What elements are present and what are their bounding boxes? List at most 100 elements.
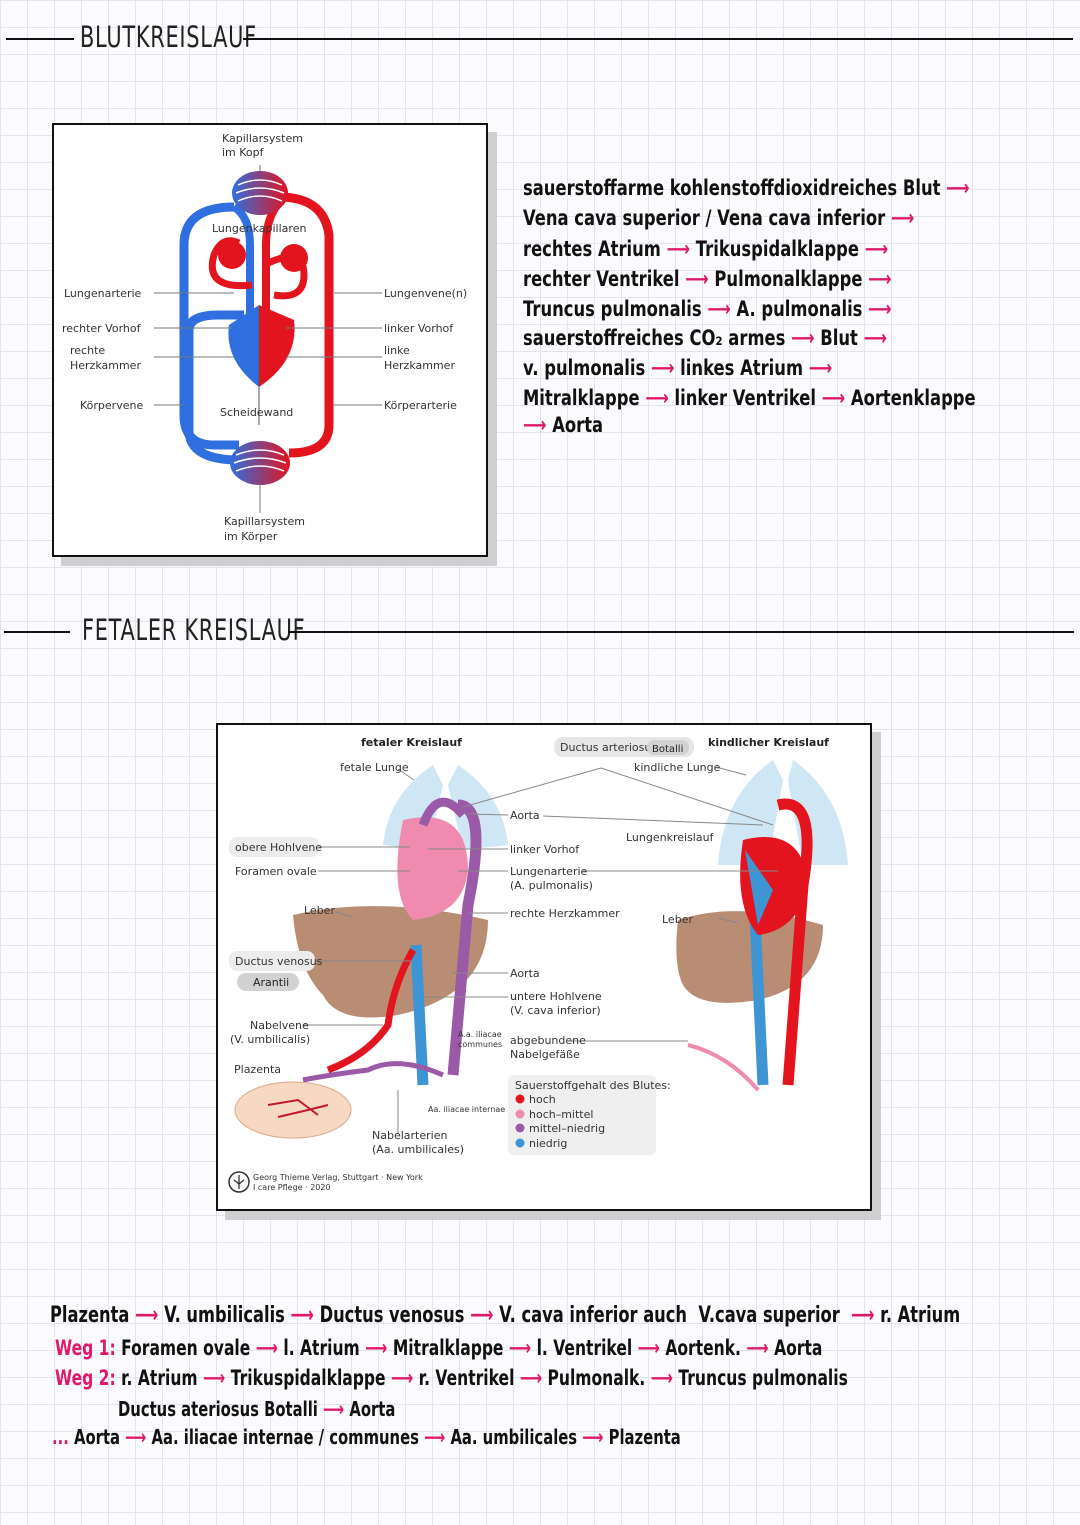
weg-label: Weg 1 bbox=[55, 1336, 110, 1360]
arrow-icon: ⟶ bbox=[424, 1425, 446, 1449]
label-untere-hohlvene-2: (V. cava inferior) bbox=[510, 1004, 601, 1017]
note-text: Aortenk. bbox=[665, 1336, 741, 1360]
note-text: l. Ventrikel bbox=[536, 1336, 633, 1360]
arrow-icon: ⟶ bbox=[946, 176, 970, 200]
ductus-venosus-tag bbox=[229, 951, 315, 971]
fetal-heart bbox=[397, 817, 468, 920]
arrow-icon: ⟶ bbox=[203, 1366, 226, 1390]
legend-title: Sauerstoffgehalt des Blutes: bbox=[515, 1079, 671, 1092]
note-text: V.cava superior bbox=[698, 1303, 840, 1328]
arrow-icon: ⟶ bbox=[637, 1336, 660, 1360]
arrow-icon: ⟶ bbox=[791, 326, 815, 350]
note-text: Aorta bbox=[74, 1425, 121, 1449]
label-fetale-lunge: fetale Lunge bbox=[340, 761, 409, 774]
arrow-icon: ⟶ bbox=[808, 356, 833, 380]
note-text: Ductus venosus bbox=[319, 1303, 465, 1328]
arrow-icon: ⟶ bbox=[650, 356, 675, 380]
note-text: Ductus ateriosus Botalli bbox=[118, 1397, 318, 1421]
label-koerperarterie: Körperarterie bbox=[384, 399, 457, 412]
note-text: V. umbilicalis bbox=[164, 1303, 285, 1328]
arrow-icon: ⟶ bbox=[707, 297, 731, 321]
note-text: r. Ventrikel bbox=[418, 1366, 515, 1390]
note-text: r. Atrium bbox=[880, 1303, 961, 1328]
header-rule-right bbox=[288, 631, 1074, 633]
note-line: sauerstoffarme kohlenstoffdioxidreiches … bbox=[523, 176, 970, 200]
note-line: Mitralklappe ⟶ linker Ventrikel ⟶ Aorten… bbox=[523, 386, 976, 410]
credit-line-2: I care Pflege · 2020 bbox=[253, 1183, 331, 1192]
arrow-icon: ⟶ bbox=[255, 1336, 278, 1360]
note-text: V. cava inferior auch bbox=[499, 1303, 688, 1328]
botalli-tag bbox=[647, 740, 689, 755]
note-text: Aa. umbilicales bbox=[450, 1425, 578, 1449]
note-text: Aorta bbox=[552, 413, 604, 437]
label-nabelvene-1: Nabelvene bbox=[250, 1019, 309, 1032]
arrow-icon: ⟶ bbox=[365, 1336, 388, 1360]
vein-body-loop bbox=[184, 310, 244, 465]
child-heart-blue bbox=[745, 850, 773, 925]
label-kapillar-koerper-2: im Körper bbox=[224, 530, 278, 543]
note-text: linkes Atrium bbox=[680, 356, 804, 380]
note-text: v. pulmonalis bbox=[523, 356, 646, 380]
label-obere-hohlvene: obere Hohlvene bbox=[235, 841, 322, 854]
arrow-icon: ⟶ bbox=[290, 1303, 314, 1328]
arrow-icon: ⟶ bbox=[868, 267, 892, 291]
arrow-icon: ⟶ bbox=[519, 1366, 543, 1390]
note-text: Truncus pulmonalis bbox=[678, 1366, 848, 1390]
label-lungenarterie: Lungenarterie bbox=[64, 287, 142, 300]
capillary-body bbox=[230, 441, 290, 485]
legend-dot-hoch-mittel bbox=[515, 1109, 525, 1119]
label-aa-iliacae-int: Aa. iliacae internae bbox=[428, 1105, 505, 1114]
label-foramen-ovale: Foramen ovale bbox=[235, 865, 317, 878]
ellipsis: ... bbox=[52, 1425, 69, 1449]
legend-label-hoch-mittel: hoch–mittel bbox=[529, 1108, 593, 1121]
note-text: sauerstoffarme kohlenstoffdioxidreiches … bbox=[523, 176, 941, 200]
note-text: Aorta bbox=[349, 1397, 396, 1421]
label-fetaler-kreislauf: fetaler Kreislauf bbox=[361, 736, 462, 749]
note-text: Foramen ovale bbox=[121, 1336, 251, 1360]
arrow-icon: ⟶ bbox=[890, 206, 915, 230]
note-line: Truncus pulmonalis ⟶ A. pulmonalis ⟶ bbox=[523, 297, 892, 321]
section-header-fetaler-kreislauf: FETALER KREISLAUF bbox=[0, 611, 1080, 651]
note-text: Aorta bbox=[774, 1336, 823, 1360]
child-umbilical-ligaments bbox=[687, 1043, 760, 1092]
circulation-diagram-frame: Kapillarsystem im Kopf Lungenkapillaren … bbox=[52, 123, 488, 557]
legend-dot-mittel-niedrig bbox=[515, 1123, 525, 1133]
arrow-icon: ⟶ bbox=[851, 1303, 875, 1328]
label-abgebundene-1: abgebundene bbox=[510, 1034, 586, 1047]
arrow-icon: ⟶ bbox=[821, 386, 846, 410]
note-text: Aortenklappe bbox=[850, 386, 976, 410]
legend-box bbox=[508, 1075, 656, 1155]
lung-capillary-left bbox=[218, 241, 246, 269]
label-nabelarterien-2: (Aa. umbilicales) bbox=[372, 1143, 464, 1156]
note-line: Vena cava superior / Vena cava inferior … bbox=[523, 206, 914, 230]
note-line: Weg 2: r. Atrium ⟶ Trikuspidalklappe ⟶ r… bbox=[55, 1366, 848, 1390]
label-kapillar-kopf-2: im Kopf bbox=[222, 146, 265, 159]
label-untere-hohlvene-1: untere Hohlvene bbox=[510, 990, 602, 1003]
label-rechte-herzkammer: rechte Herzkammer bbox=[510, 907, 620, 920]
label-rechte-hk-1: rechte bbox=[70, 344, 105, 357]
label-botalli: Botalli bbox=[652, 744, 683, 755]
placenta bbox=[234, 1081, 352, 1139]
arrow-icon: ⟶ bbox=[135, 1303, 159, 1328]
note-text: Pulmonalk. bbox=[547, 1366, 646, 1390]
note-line: rechter Ventrikel ⟶ Pulmonalklappe ⟶ bbox=[523, 267, 892, 291]
label-linke-hk-1: linke bbox=[384, 344, 410, 357]
label-kapillar-koerper-1: Kapillarsystem bbox=[224, 515, 305, 528]
arrow-icon: ⟶ bbox=[864, 237, 889, 261]
circulation-diagram: Kapillarsystem im Kopf Lungenkapillaren … bbox=[62, 132, 467, 543]
label-linker-vorhof: linker Vorhof bbox=[510, 843, 580, 856]
label-kindlicher-kreislauf: kindlicher Kreislauf bbox=[708, 736, 829, 749]
label-aa-iliacae-comm-1: A.a. iliacae bbox=[458, 1030, 502, 1039]
legend-dot-hoch bbox=[515, 1094, 525, 1104]
umbilical-vein bbox=[326, 948, 417, 1074]
heart-right-side bbox=[228, 305, 259, 387]
note-text: Plazenta bbox=[608, 1425, 681, 1449]
legend-label-mittel-niedrig: mittel–niedrig bbox=[529, 1122, 605, 1135]
label-lungenvenen: Lungenvene(n) bbox=[384, 287, 467, 300]
legend-label-niedrig: niedrig bbox=[529, 1137, 567, 1150]
credit-line-1: Georg Thieme Verlag, Stuttgart · New Yor… bbox=[253, 1173, 423, 1182]
label-leber-left: Leber bbox=[304, 904, 335, 917]
label-lungenkapillaren: Lungenkapillaren bbox=[212, 222, 306, 235]
note-text: Vena cava superior / Vena cava inferior bbox=[523, 206, 886, 230]
fetal-liver bbox=[293, 906, 488, 1018]
